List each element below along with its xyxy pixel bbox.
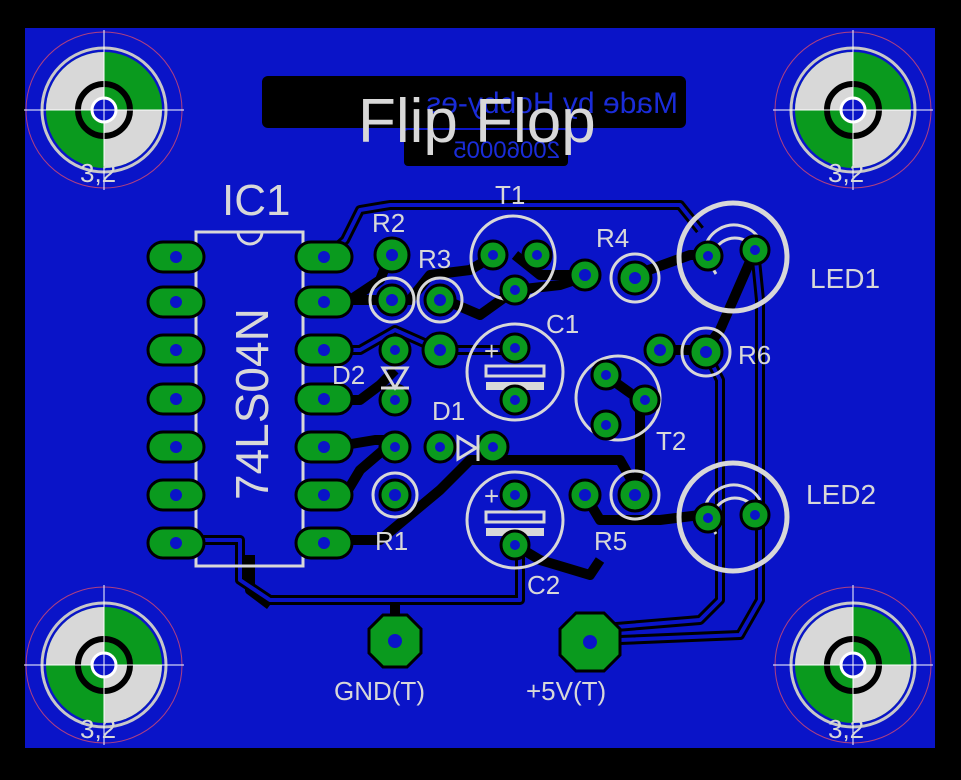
ic1-pads-left <box>146 240 206 560</box>
r3-label: R3 <box>418 244 451 274</box>
mounting-hole-bottom-left <box>24 585 184 745</box>
r1-label: R1 <box>375 526 408 556</box>
led2 <box>676 460 790 574</box>
board-title: Flip Flop <box>358 87 596 156</box>
d1-label: D1 <box>432 396 465 426</box>
vcc-label: +5V(T) <box>526 676 606 706</box>
t1-transistor <box>469 214 557 306</box>
mirrored-credit-text: Made by Hobby-es <box>426 87 678 120</box>
d1-diode <box>378 430 510 464</box>
t1-label: T1 <box>495 180 525 210</box>
led2-label: LED2 <box>806 479 876 510</box>
led1-label: LED1 <box>810 263 880 294</box>
gnd-label: GND(T) <box>334 676 425 706</box>
r4-pads <box>568 252 661 304</box>
ic1-value: 74LS04N <box>226 308 278 500</box>
hole-size-label-bl: 3,2 <box>80 714 116 744</box>
hole-size-label-br: 3,2 <box>828 714 864 744</box>
gnd-pad <box>367 613 423 669</box>
c2-capacitor: + <box>465 470 565 570</box>
d2-label: D2 <box>332 360 365 390</box>
d2-diode <box>378 333 412 417</box>
r5-label: R5 <box>594 526 627 556</box>
r2-label: R2 <box>372 208 405 238</box>
hole-size-label-tr: 3,2 <box>828 158 864 188</box>
r4-label: R4 <box>596 223 629 253</box>
r5-pads <box>568 469 661 521</box>
ic1-pads-right <box>294 240 354 560</box>
r6-label: R6 <box>738 340 771 370</box>
mirrored-code-text: 20060005 <box>453 137 560 164</box>
ic1-name: IC1 <box>222 176 290 225</box>
mounting-hole-top-left <box>24 30 184 190</box>
c2-label: C2 <box>527 570 560 600</box>
hole-size-label-tl: 3,2 <box>80 158 116 188</box>
c1-label: C1 <box>546 309 579 339</box>
led1 <box>676 200 790 314</box>
svg-text:+: + <box>484 336 499 366</box>
r1-pads <box>371 471 419 519</box>
r2-r3-pads <box>368 236 464 369</box>
t2-transistor <box>574 354 662 442</box>
mounting-hole-top-right <box>773 30 933 190</box>
r6-pads <box>643 326 732 378</box>
vcc-pad <box>558 611 622 673</box>
mounting-hole-bottom-right <box>773 585 933 745</box>
t2-label: T2 <box>656 426 686 456</box>
c1-capacitor: + <box>465 322 565 422</box>
svg-text:+: + <box>484 481 499 511</box>
bottom-text-block-2 <box>404 130 568 166</box>
bottom-text-block-1 <box>262 76 686 128</box>
